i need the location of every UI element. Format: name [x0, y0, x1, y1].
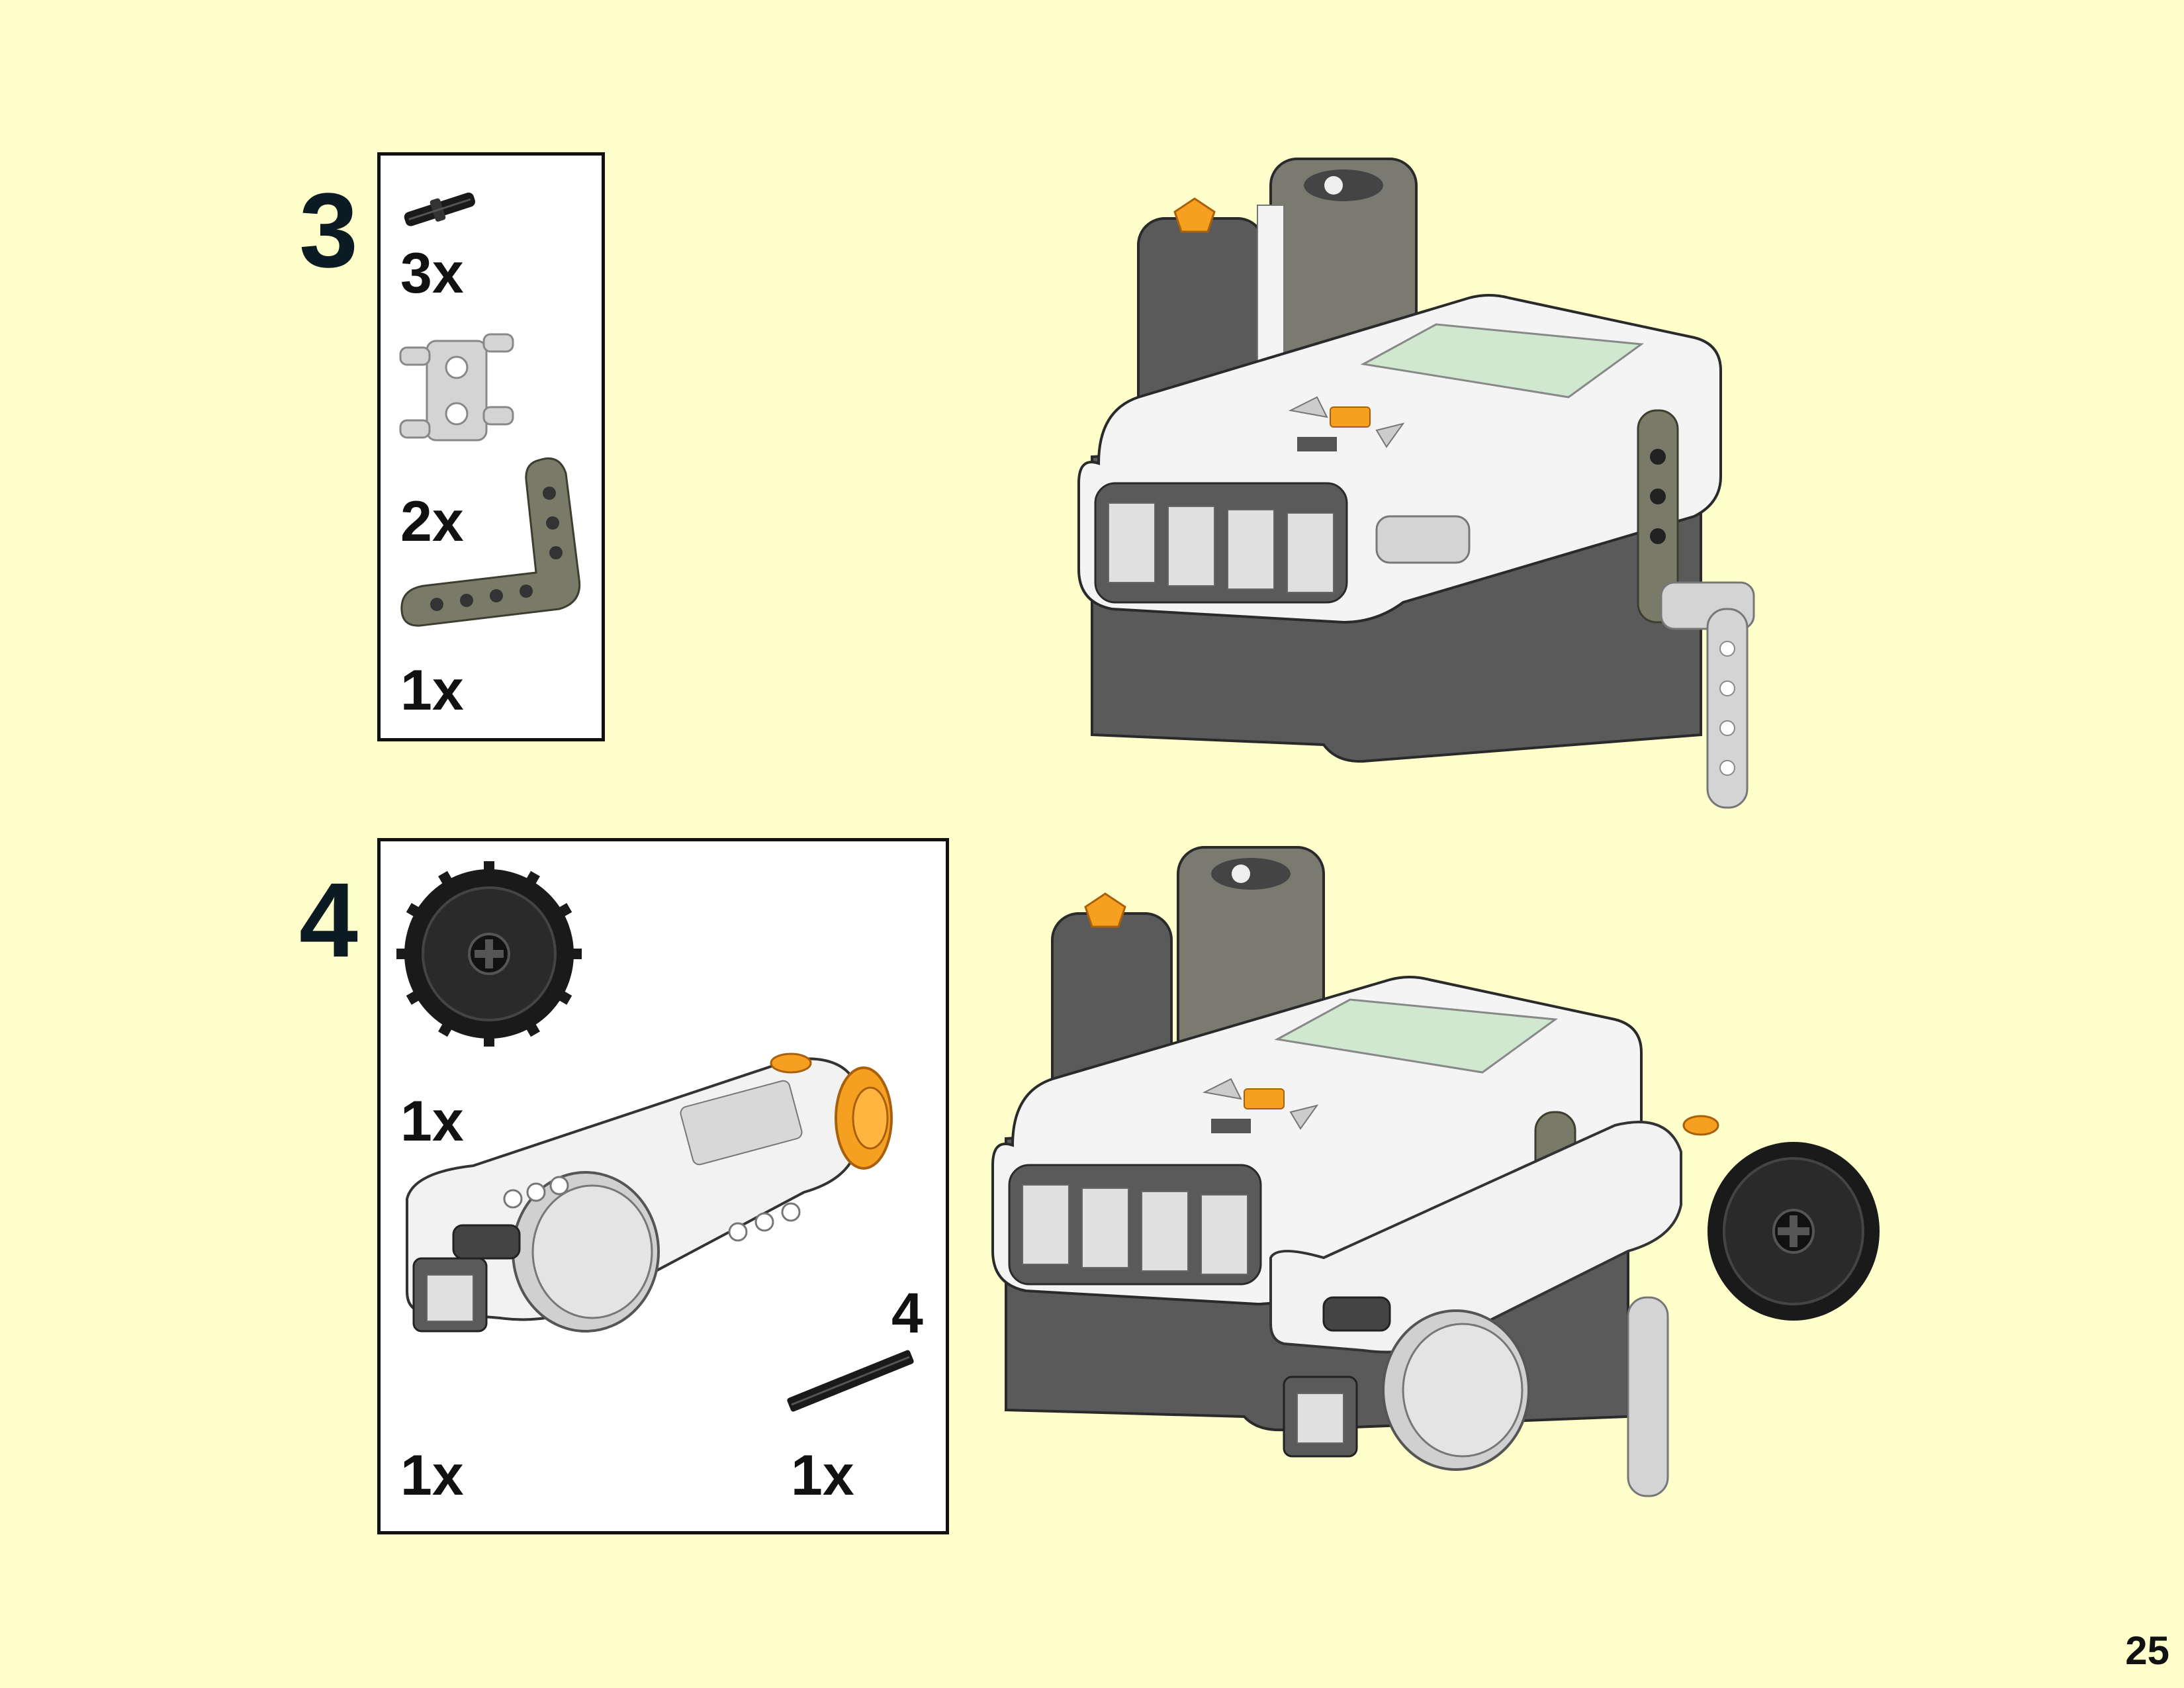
connector-peg-icon — [404, 192, 475, 226]
l-liftarm-icon — [400, 457, 581, 627]
gear-icon — [396, 861, 582, 1047]
step-number: 3 — [299, 171, 358, 289]
step-number: 4 — [299, 861, 358, 979]
parts-list-box: 1x 1x 4 1x — [377, 838, 949, 1534]
part-quantity: 3x — [400, 242, 464, 305]
part-quantity: 2x — [400, 490, 464, 553]
servo-motor-icon — [406, 1053, 893, 1333]
page-number: 25 — [2125, 1628, 2169, 1673]
part-quantity: 1x — [791, 1444, 854, 1507]
step-3-nxt-assembly-illustration — [1077, 158, 1755, 809]
axle-length-label: 4 — [891, 1282, 923, 1345]
parts-list-box: 3x 2x 1x — [377, 152, 605, 741]
part-quantity: 1x — [400, 1090, 464, 1153]
step-4-nxt-assembly-illustration — [991, 846, 1880, 1497]
axle-icon — [787, 1350, 914, 1412]
cross-block-icon — [399, 333, 514, 442]
part-quantity: 1x — [400, 659, 464, 722]
part-quantity: 1x — [400, 1444, 464, 1507]
